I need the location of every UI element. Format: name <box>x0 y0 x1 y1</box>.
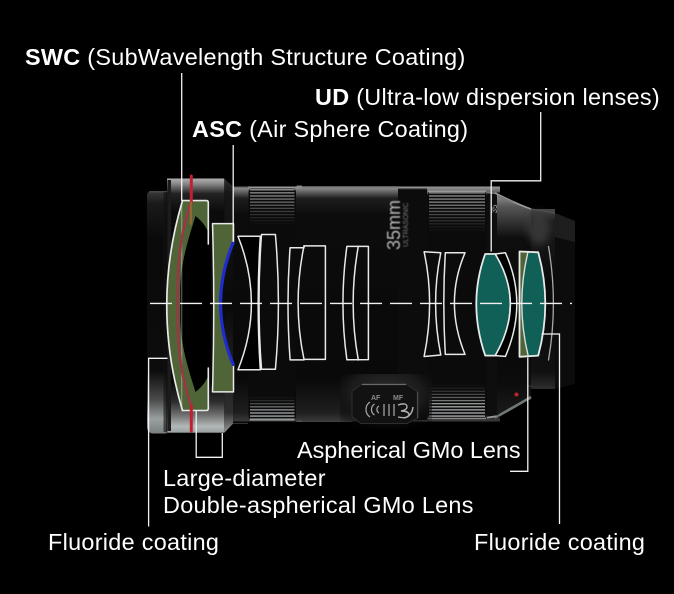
svg-text:Fluoride coating: Fluoride coating <box>474 529 645 555</box>
svg-text:ASC (Air Sphere Coating): ASC (Air Sphere Coating) <box>192 116 468 142</box>
svg-text:UD (Ultra-low dispersion lense: UD (Ultra-low dispersion lenses) <box>315 84 660 110</box>
svg-text:SWC (SubWavelength Structure C: SWC (SubWavelength Structure Coating) <box>25 44 466 70</box>
svg-text:Double-aspherical GMo Lens: Double-aspherical GMo Lens <box>163 492 474 518</box>
svg-text:ULTRASONIC: ULTRASONIC <box>403 202 410 247</box>
svg-text:35: 35 <box>490 204 499 213</box>
svg-text:Aspherical GMo Lens: Aspherical GMo Lens <box>297 437 521 463</box>
svg-text:Fluoride coating: Fluoride coating <box>48 529 219 555</box>
svg-text:AF: AF <box>371 395 381 402</box>
svg-text:35mm: 35mm <box>384 200 404 250</box>
svg-text:MF: MF <box>393 395 404 402</box>
svg-text:Large-diameter: Large-diameter <box>163 465 326 491</box>
